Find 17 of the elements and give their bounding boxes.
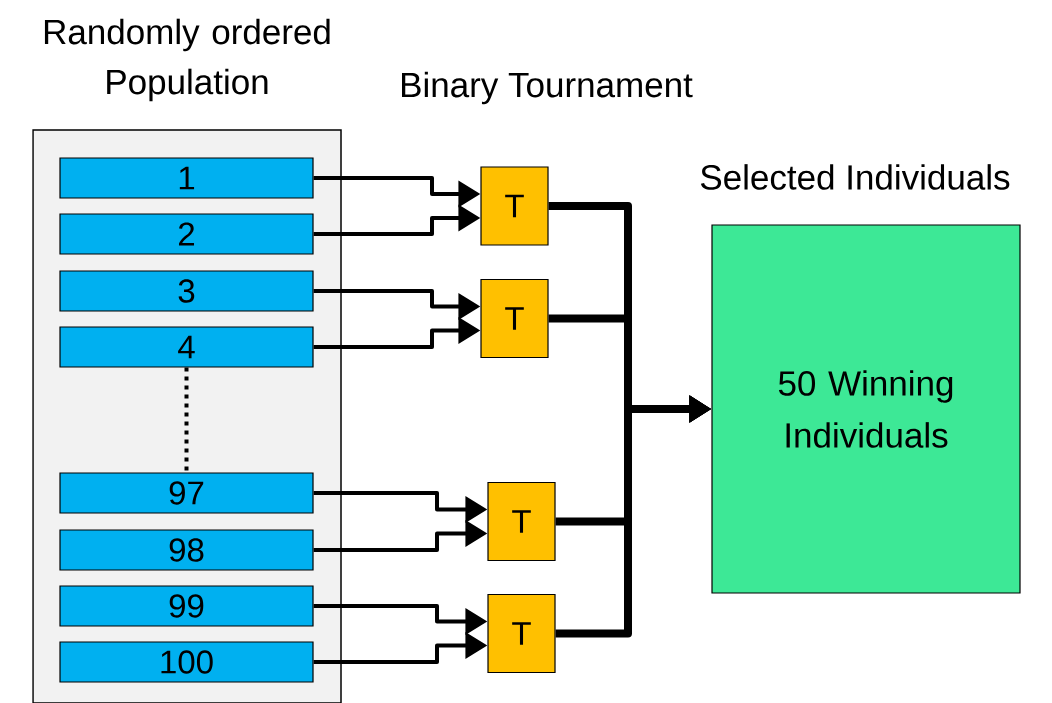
tournament-box: T xyxy=(487,593,556,674)
tournament-box: T xyxy=(487,481,556,562)
tournament-box: T xyxy=(480,166,549,246)
heading: Randomly ordered Population xyxy=(44,18,330,102)
individual-bar: 2 xyxy=(59,213,314,255)
individual-bar: 99 xyxy=(59,585,314,627)
selected-box: 50 Winning Individuals xyxy=(711,224,1021,594)
individual-bar: 98 xyxy=(59,529,314,571)
individual-bar: 97 xyxy=(59,472,314,514)
individual-bar: 3 xyxy=(59,270,314,312)
individual-bar: 1 xyxy=(59,157,314,199)
individual-bar: 100 xyxy=(59,641,314,683)
tournament-box: T xyxy=(480,278,549,359)
dotted-line xyxy=(184,367,189,473)
group-label: Binary Tournament xyxy=(402,71,693,105)
individual-bar: 4 xyxy=(59,326,314,368)
heading: Selected Individuals xyxy=(700,164,1010,190)
